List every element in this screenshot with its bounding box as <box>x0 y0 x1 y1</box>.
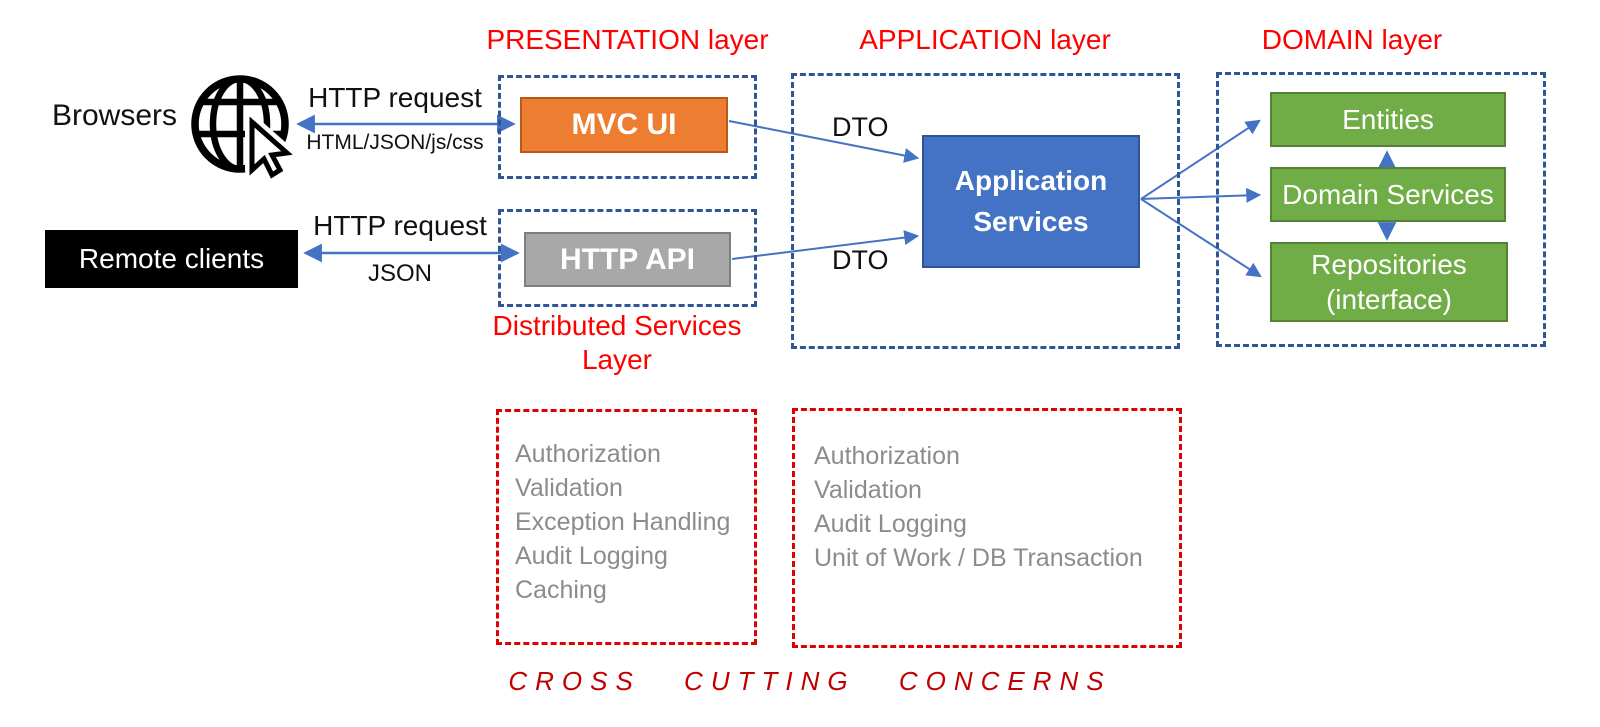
dto-label-bottom: DTO <box>832 245 889 275</box>
list-item: Audit Logging <box>814 510 967 538</box>
list-item: Audit Logging <box>515 542 668 570</box>
repositories-label-line2: (interface) <box>1325 284 1453 315</box>
application-services-label-line1: Application <box>954 164 1108 196</box>
remote-arrow-label-above: HTTP request <box>313 210 487 241</box>
repositories-label-line1: Repositories <box>1311 249 1467 280</box>
list-item: Validation <box>814 476 922 504</box>
domain-services-label: Domain Services <box>1282 179 1494 210</box>
application-services-label-line2: Services <box>973 205 1089 237</box>
dto-label-top: DTO <box>832 112 889 142</box>
distributed-services-title-line2: Layer <box>581 344 653 375</box>
domain-services-box: Domain Services <box>1270 167 1506 222</box>
application-layer-title: APPLICATION layer <box>859 24 1111 55</box>
list-item: Unit of Work / DB Transaction <box>814 544 1143 572</box>
cross-cutting-box-application <box>792 408 1182 648</box>
application-layer-box <box>791 73 1180 349</box>
list-item: Authorization <box>814 442 960 470</box>
http-api-box: HTTP API <box>524 232 731 287</box>
application-services-box: Application Services <box>922 135 1140 268</box>
browser-arrow-label-below: HTML/JSON/js/css <box>306 131 484 154</box>
remote-arrow-label-below: JSON <box>367 260 432 287</box>
distributed-services-layer-box <box>498 209 757 307</box>
remote-clients-label: Remote clients <box>78 243 265 274</box>
mvc-ui-box: MVC UI <box>520 97 728 153</box>
http-api-label: HTTP API <box>559 242 695 276</box>
repositories-box: Repositories (interface) <box>1270 242 1508 322</box>
presentation-layer-title: PRESENTATION layer <box>486 24 769 55</box>
entities-label: Entities <box>1342 104 1434 135</box>
distributed-services-layer-title: Distributed Services Layer <box>491 309 743 377</box>
list-item: Validation <box>515 474 623 502</box>
list-item: Caching <box>515 576 607 604</box>
browsers-label: Browsers <box>52 99 178 132</box>
cursor-pointer-icon <box>245 115 294 182</box>
entities-box: Entities <box>1270 92 1506 147</box>
browser-arrow-label-above: HTTP request <box>308 82 482 113</box>
globe-with-cursor-icon <box>191 75 294 182</box>
distributed-services-title-line1: Distributed Services <box>492 310 742 341</box>
domain-layer-box <box>1216 72 1546 347</box>
cross-cutting-box-distributed <box>496 409 757 645</box>
list-item: Authorization <box>515 440 661 468</box>
remote-clients-box: Remote clients <box>45 230 298 288</box>
cross-cutting-list-application: Authorization Validation Audit Logging U… <box>814 439 1143 575</box>
domain-layer-title: DOMAIN layer <box>1261 24 1443 55</box>
list-item: Exception Handling <box>515 508 731 536</box>
cross-cutting-list-distributed: Authorization Validation Exception Handl… <box>515 437 730 607</box>
cross-cutting-concerns-title: CROSS CUTTING CONCERNS <box>508 666 1112 696</box>
presentation-layer-box <box>498 75 757 179</box>
mvc-ui-label: MVC UI <box>571 108 677 141</box>
